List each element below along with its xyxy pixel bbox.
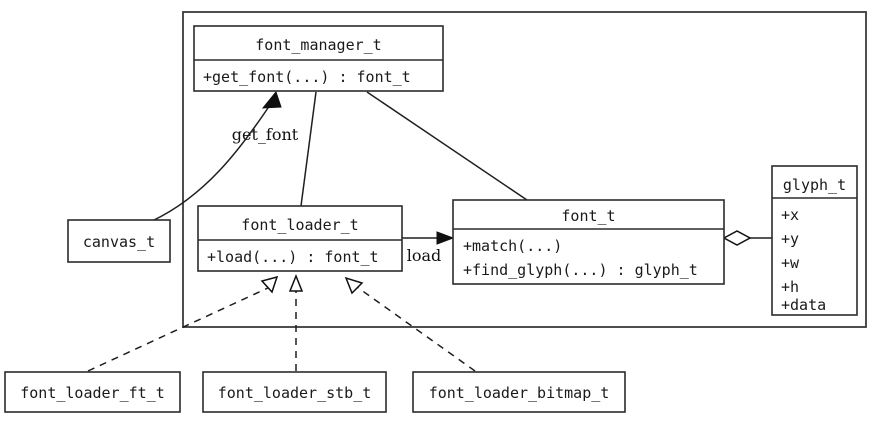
class-box-font-loader-ft-t[interactable]: font_loader_ft_t bbox=[4, 371, 181, 413]
class-box-canvas-t-frame bbox=[67, 219, 171, 263]
edge-stb-realizes-triangle bbox=[288, 273, 304, 292]
class-box-font-manager-t-member-0: +get_font(...) : font_t bbox=[203, 68, 411, 86]
edge-ft-realizes-triangle bbox=[260, 275, 279, 294]
class-box-glyph-t-member-1: +y bbox=[781, 230, 799, 248]
class-box-glyph-t[interactable]: glyph_t +x +y +w +h +data bbox=[771, 165, 858, 316]
edge-manager-font-line bbox=[366, 91, 528, 201]
class-box-glyph-t-member-3: +h bbox=[781, 278, 799, 296]
edge-get-font: get_font bbox=[151, 90, 299, 222]
edge-ft-realizes-line bbox=[87, 286, 271, 372]
edge-bitmap-realizes-line bbox=[356, 286, 476, 372]
edge-bitmap-realizes bbox=[344, 276, 476, 372]
class-box-font-loader-bitmap-t-title: font_loader_bitmap_t bbox=[429, 384, 610, 402]
edge-bitmap-realizes-triangle bbox=[344, 276, 364, 295]
edge-get-font-arrowhead bbox=[261, 90, 282, 109]
class-box-font-loader-t-title: font_loader_t bbox=[241, 216, 358, 234]
class-box-font-t-title: font_t bbox=[561, 207, 615, 225]
class-box-font-t-member-1: +find_glyph(...) : glyph_t bbox=[463, 261, 698, 279]
edge-stb-realizes bbox=[288, 273, 304, 371]
edge-get-font-label: get_font bbox=[232, 125, 299, 144]
edge-ft-realizes bbox=[87, 275, 279, 372]
class-box-font-manager-t-title: font_manager_t bbox=[255, 36, 381, 54]
class-box-font-t[interactable]: font_t +match(...) +find_glyph(...) : gl… bbox=[452, 199, 725, 285]
edge-manager-loader-line bbox=[300, 91, 317, 207]
class-box-glyph-t-member-0: +x bbox=[781, 206, 799, 224]
edge-font-glyph bbox=[722, 230, 772, 246]
class-box-font-t-member-0: +match(...) bbox=[463, 237, 562, 255]
class-box-glyph-t-member-4: +data bbox=[781, 296, 826, 314]
class-box-font-loader-stb-t-frame bbox=[202, 371, 387, 413]
class-box-canvas-t[interactable]: canvas_t bbox=[67, 219, 171, 263]
class-box-glyph-t-title: glyph_t bbox=[783, 176, 846, 194]
class-box-font-manager-t[interactable]: font_manager_t +get_font(...) : font_t bbox=[193, 25, 444, 92]
class-box-glyph-t-member-2: +w bbox=[781, 254, 800, 272]
edge-load: load bbox=[402, 231, 455, 265]
edge-font-glyph-diamond bbox=[722, 230, 752, 246]
class-box-font-loader-ft-t-frame bbox=[4, 371, 181, 413]
class-box-font-loader-t[interactable]: font_loader_t +load(...) : font_t bbox=[197, 205, 403, 272]
class-box-font-loader-stb-t-title: font_loader_stb_t bbox=[218, 384, 372, 402]
class-box-canvas-t-title: canvas_t bbox=[83, 233, 155, 251]
class-box-font-manager-t-frame bbox=[193, 25, 444, 92]
package-boundary bbox=[182, 11, 867, 328]
class-box-glyph-t-frame bbox=[771, 165, 858, 316]
class-box-font-t-frame bbox=[452, 199, 725, 285]
class-box-font-loader-t-frame bbox=[197, 205, 403, 272]
edge-load-arrowhead bbox=[436, 231, 455, 245]
class-box-font-loader-bitmap-t[interactable]: font_loader_bitmap_t bbox=[412, 371, 626, 413]
class-box-font-loader-t-member-0: +load(...) : font_t bbox=[207, 248, 379, 266]
edge-get-font-line bbox=[151, 101, 273, 222]
class-box-font-loader-stb-t[interactable]: font_loader_stb_t bbox=[202, 371, 387, 413]
class-box-font-loader-ft-t-title: font_loader_ft_t bbox=[20, 384, 165, 402]
class-box-font-loader-bitmap-t-frame bbox=[412, 371, 626, 413]
edge-load-label: load bbox=[407, 246, 442, 265]
